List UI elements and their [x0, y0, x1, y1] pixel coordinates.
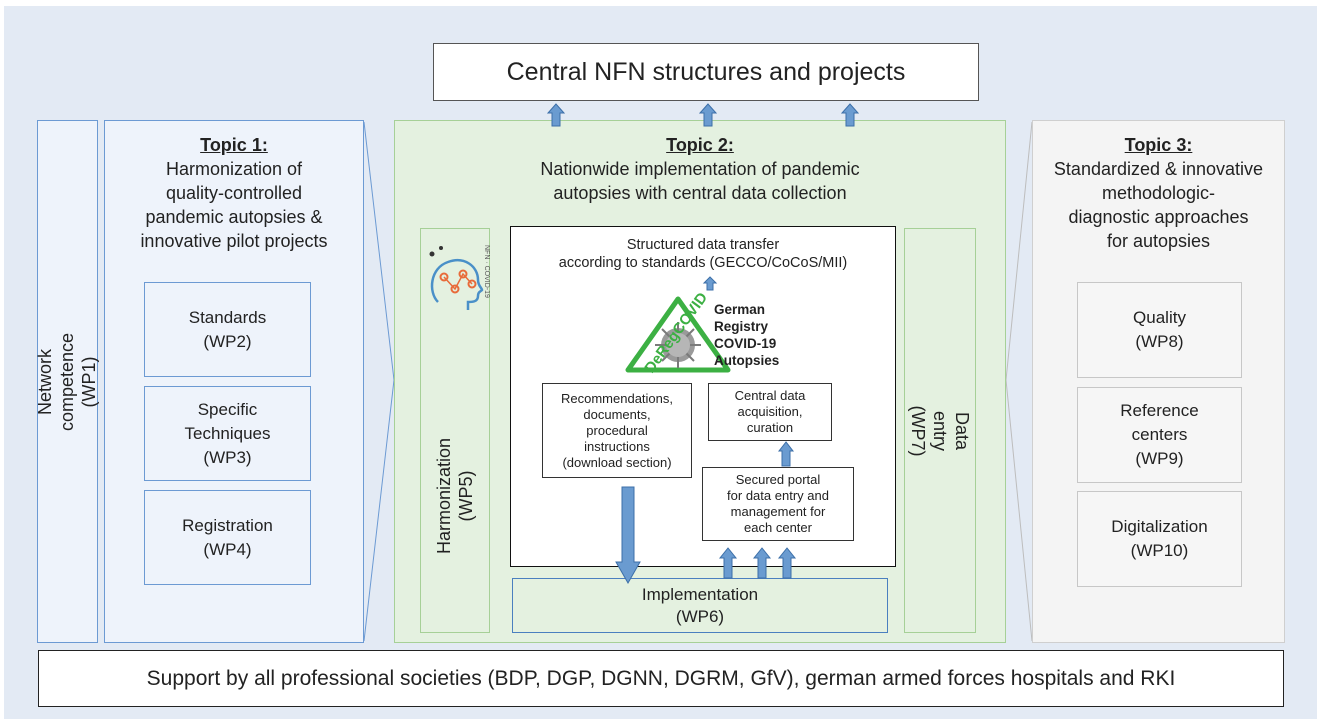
up-arrow-icon [702, 276, 718, 291]
nfn-covid-logo-text: NFN · COVID-19 [483, 245, 490, 298]
up-arrow-icon [718, 547, 738, 579]
topic2-heading: Topic 2: [666, 135, 734, 155]
up-arrow-icon [777, 547, 797, 579]
topic3-subtitle: Standardized & innovative methodologic- … [1053, 159, 1264, 251]
network-competence-box: Network competence (WP1) [36, 120, 100, 643]
recommendations-box: Recommendations, documents, procedural i… [542, 383, 692, 478]
secured-portal-box: Secured portal for data entry and manage… [702, 467, 854, 541]
support-box: Support by all professional societies (B… [38, 650, 1284, 707]
support-label: Support by all professional societies (B… [146, 666, 1176, 690]
central-data-box: Central data acquisition, curation [708, 383, 832, 441]
nfn-covid-logo-icon [429, 246, 484, 310]
up-arrow-icon [777, 441, 795, 467]
up-arrow-icon [840, 103, 860, 127]
data-transfer-label: Structured data transfer according to st… [558, 237, 848, 271]
down-arrow-icon [615, 486, 641, 585]
central-nfn-label: Central NFN structures and projects [506, 57, 906, 86]
topic1-heading: Topic 1: [200, 135, 268, 155]
topic2-subtitle: Nationwide implementation of pandemic au… [540, 159, 860, 203]
registry-name: German Registry COVID-19 Autopsies [714, 302, 780, 368]
wp6-implementation-box: Implementation (WP6) [512, 578, 888, 633]
wp4-registration-box: Registration (WP4) [144, 490, 311, 585]
wp9-reference-box: Reference centers (WP9) [1077, 387, 1242, 483]
wp8-quality-box: Quality (WP8) [1077, 282, 1242, 378]
wp3-techniques-box: Specific Techniques (WP3) [144, 386, 311, 481]
topic3-heading: Topic 3: [1124, 135, 1193, 155]
central-nfn-box: Central NFN structures and projects [433, 43, 979, 101]
up-arrow-icon [698, 103, 718, 127]
wp7-data-entry-box: Data entry (WP7) [904, 228, 976, 633]
topic1-subtitle: Harmonization of quality-controlled pand… [140, 159, 328, 251]
up-arrow-icon [546, 103, 566, 127]
wp10-digitalization-box: Digitalization (WP10) [1077, 491, 1242, 587]
wp2-standards-box: Standards (WP2) [144, 282, 311, 377]
up-arrow-icon [752, 547, 772, 579]
